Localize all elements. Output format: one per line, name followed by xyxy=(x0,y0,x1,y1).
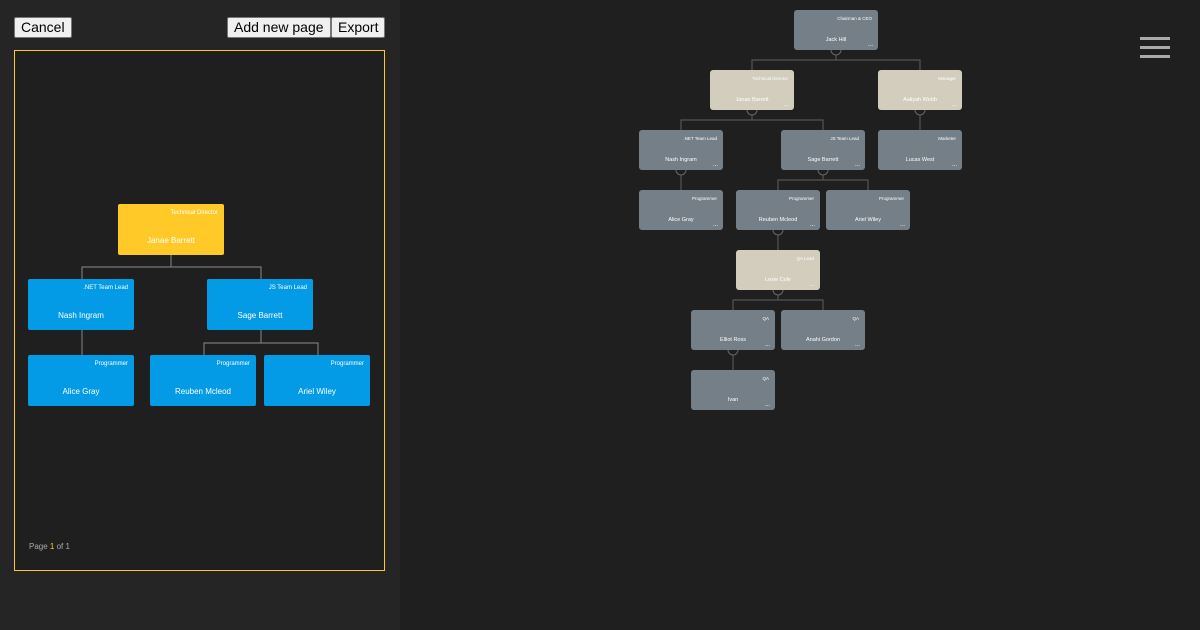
node-title: Programmer xyxy=(94,361,128,367)
node-name: Sage Barrett xyxy=(237,311,283,320)
node-title: Programmer xyxy=(878,196,904,201)
more-options-icon[interactable]: ... xyxy=(899,222,905,228)
more-options-icon[interactable]: ... xyxy=(809,222,815,228)
node-title: .NET Team Lead xyxy=(83,285,128,291)
node-title: QA xyxy=(762,376,769,381)
node-name: Lucas West xyxy=(905,157,935,163)
node-title: Programmer xyxy=(216,361,250,367)
node-name: Aaliyah Webb xyxy=(903,97,937,103)
node-name: Reuben Mcleod xyxy=(174,387,232,396)
node-name: Sage Barrett xyxy=(807,157,839,163)
node-name: Janae Barrett xyxy=(735,97,769,103)
node-title: Technical Director xyxy=(170,210,218,216)
more-options-icon[interactable]: ... xyxy=(764,342,770,348)
more-options-icon[interactable]: ... xyxy=(867,42,873,48)
node-title: .NET Team Lead xyxy=(683,136,717,141)
more-options-icon[interactable]: ... xyxy=(783,102,789,108)
more-options-icon[interactable]: ... xyxy=(951,102,957,108)
add-new-page-button[interactable]: Add new page xyxy=(227,17,331,38)
node-name: Ivan xyxy=(727,397,739,403)
hamburger-menu-icon[interactable] xyxy=(1140,37,1170,59)
node-name: Alice Gray xyxy=(668,217,694,223)
node-title: QA xyxy=(852,316,859,321)
more-options-icon[interactable]: ... xyxy=(712,222,718,228)
node-title: Programmer xyxy=(330,361,364,367)
preview-connectors xyxy=(81,254,319,355)
more-options-icon[interactable]: ... xyxy=(764,402,770,408)
more-options-icon[interactable]: ... xyxy=(951,162,957,168)
node-name: Alice Gray xyxy=(62,387,100,396)
node-title: JS Team Lead xyxy=(830,136,859,141)
org-node[interactable]: QA Elliot Ross... xyxy=(691,310,775,350)
org-node[interactable]: QA Ivan... xyxy=(691,370,775,410)
node-title: QA Lead xyxy=(796,256,814,261)
node-name: Nash Ingram xyxy=(665,157,697,163)
node-title: Manager xyxy=(938,76,956,81)
node-name: Lexie Cole xyxy=(765,277,791,283)
node-name: Ariel Wiley xyxy=(855,217,881,223)
cancel-button[interactable]: Cancel xyxy=(14,17,72,38)
export-panel: Cancel Add new page Export Technical Dir… xyxy=(0,0,400,630)
node-name: Anahi Gordon xyxy=(806,337,840,343)
more-options-icon[interactable]: ... xyxy=(854,162,860,168)
node-name: Ariel Wiley xyxy=(298,387,336,396)
more-options-icon[interactable]: ... xyxy=(809,282,815,288)
node-name: Reuben Mcleod xyxy=(758,217,798,223)
node-name: Jack Hill xyxy=(825,37,847,43)
org-node[interactable]: QA Anahi Gordon... xyxy=(781,310,865,350)
more-options-icon[interactable]: ... xyxy=(854,342,860,348)
node-name: Janae Barrett xyxy=(146,236,196,245)
node-name: Elliot Ross xyxy=(720,337,746,343)
node-title: Chairman & CEO xyxy=(837,16,872,21)
page-indicator: Page 1 of 1 xyxy=(29,542,70,551)
export-button[interactable]: Export xyxy=(331,17,386,38)
node-name: Nash Ingram xyxy=(58,311,104,320)
node-title: QA xyxy=(762,316,769,321)
node-title: Technical Director xyxy=(752,76,788,81)
more-options-icon[interactable]: ... xyxy=(712,162,718,168)
node-title: Programmer xyxy=(788,196,814,201)
node-title: Marketer xyxy=(938,136,956,141)
node-title: JS Team Lead xyxy=(268,285,307,291)
node-title: Programmer xyxy=(691,196,717,201)
org-node[interactable]: Chairman & CEO Jack Hill... xyxy=(794,10,878,50)
